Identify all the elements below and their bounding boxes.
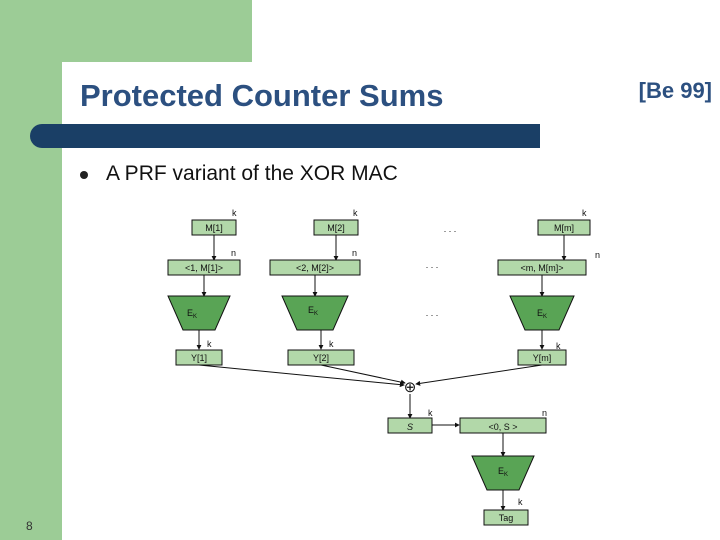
output-label-m: Y[m] bbox=[533, 353, 552, 363]
xor-icon: ⊕ bbox=[404, 379, 417, 396]
dots-row-3: . . . bbox=[426, 308, 439, 318]
n-label-final: n bbox=[542, 408, 547, 418]
title-underline-bar bbox=[30, 124, 540, 148]
n-label-input-2: n bbox=[352, 248, 357, 258]
bullet-text: A PRF variant of the XOR MAC bbox=[106, 162, 398, 185]
cipher-block-final bbox=[471, 455, 535, 491]
final-input-label: <0, S > bbox=[488, 422, 517, 432]
cipher-block-1 bbox=[167, 295, 231, 331]
k-label-msg-1: k bbox=[232, 208, 237, 218]
input-label-2: <2, M[2]> bbox=[296, 263, 334, 273]
message-label-2: M[2] bbox=[327, 223, 345, 233]
k-label-msg-2: k bbox=[353, 208, 358, 218]
cipher-label-final: EK bbox=[498, 466, 508, 478]
tag-box bbox=[483, 509, 529, 526]
k-label-out-m: k bbox=[556, 341, 561, 351]
citation: [Be 99] bbox=[638, 78, 712, 103]
output-label-2: Y[2] bbox=[313, 353, 329, 363]
cipher-label-2: EK bbox=[308, 305, 318, 317]
input-label-1: <1, M[1]> bbox=[185, 263, 223, 273]
cipher-label-1: EK bbox=[187, 308, 197, 320]
page-number: 8 bbox=[26, 519, 33, 533]
tag-label: Tag bbox=[499, 513, 514, 523]
dots-row-1: . . . bbox=[444, 224, 457, 234]
k-label-out-2: k bbox=[329, 339, 334, 349]
background-band-left bbox=[0, 0, 62, 540]
arrow-ym-xor bbox=[415, 364, 543, 386]
n-label-input-1: n bbox=[231, 248, 236, 258]
k-label-tag: k bbox=[518, 497, 523, 507]
n-label-input-m: n bbox=[595, 250, 600, 260]
message-label-1: M[1] bbox=[205, 223, 223, 233]
input-label-m: <m, M[m]> bbox=[520, 263, 563, 273]
bullet-icon bbox=[80, 171, 88, 179]
message-label-m: M[m] bbox=[554, 223, 574, 233]
arrow-y2-xor bbox=[320, 364, 406, 385]
k-label-msg-m: k bbox=[582, 208, 587, 218]
background-band-top bbox=[0, 0, 252, 62]
cipher-block-m bbox=[509, 295, 575, 331]
k-label-sum: k bbox=[428, 408, 433, 418]
cipher-block-2 bbox=[281, 295, 349, 331]
output-label-1: Y[1] bbox=[191, 353, 207, 363]
sum-label: S bbox=[407, 422, 413, 432]
dots-row-2: . . . bbox=[426, 260, 439, 270]
cipher-label-m: EK bbox=[537, 308, 547, 320]
arrow-y1-xor bbox=[198, 364, 405, 388]
slide-title: Protected Counter Sums bbox=[80, 78, 444, 113]
k-label-out-1: k bbox=[207, 339, 212, 349]
